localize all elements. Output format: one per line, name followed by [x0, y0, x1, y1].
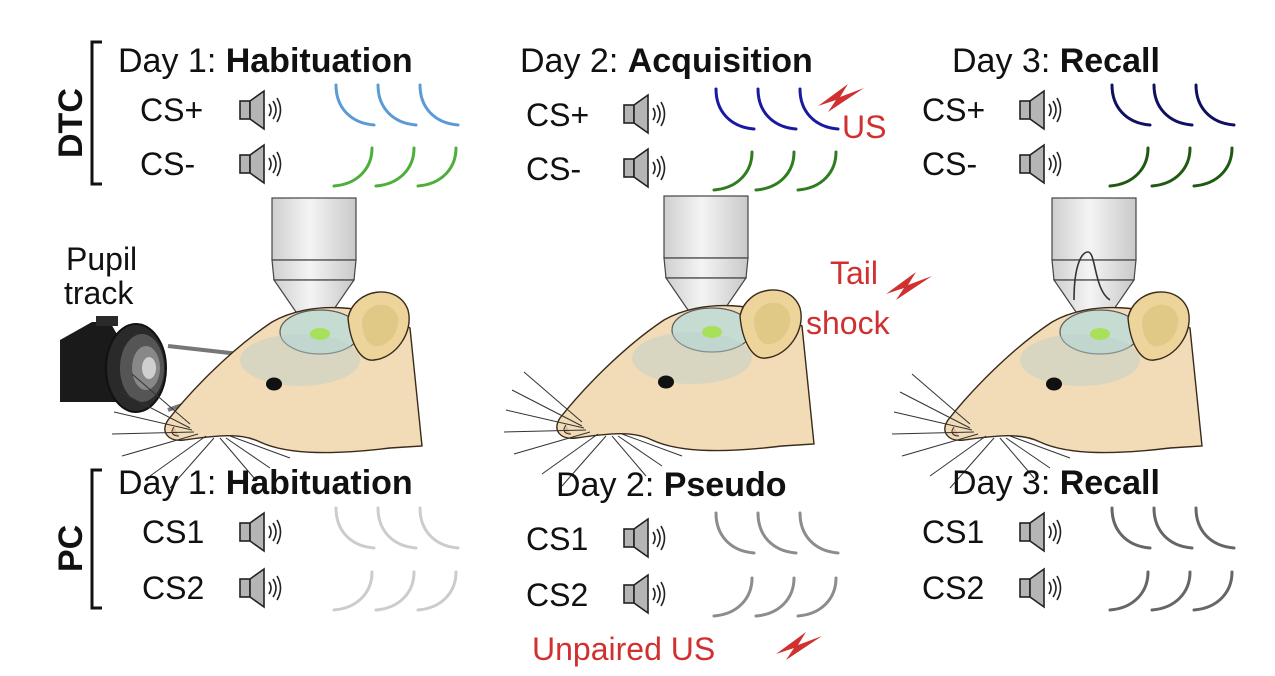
dtc-day2-prefix: Day 2: — [520, 42, 628, 80]
cs2-tone-arcs — [712, 576, 838, 618]
cs1-tone-arcs — [714, 511, 840, 555]
pc-day1-cs-top-label: CS1 — [142, 514, 204, 550]
speaker-icon — [623, 148, 666, 188]
pc-day1-prefix: Day 1: — [118, 464, 226, 502]
dtc-day2-title: Day 2: Acquisition — [520, 42, 813, 80]
dtc-day3-title: Day 3: Recall — [952, 42, 1160, 80]
pc-day2-cs-top-label: CS1 — [526, 521, 588, 557]
microscope-objective-icon — [271, 197, 357, 319]
pc-day3-phase: Recall — [1060, 464, 1160, 502]
dtc-day1-cs-bottom-label: CS- — [140, 146, 195, 182]
cs2-tone-arcs — [332, 570, 458, 612]
pc-day1-phase: Habituation — [226, 464, 413, 502]
lightning-bolt-icon — [776, 632, 822, 660]
pc-day3-title: Day 3: Recall — [952, 464, 1160, 502]
cs-plus-tone-arcs — [1110, 83, 1236, 127]
tail-shock-label: Tail shock — [806, 255, 891, 341]
lightning-bolt-icon — [886, 272, 932, 300]
pc-day3-cs-top-label: CS1 — [922, 514, 984, 550]
pc-day2-phase: Pseudo — [664, 466, 787, 504]
pupil-track-label: Pupil track — [64, 241, 146, 311]
unpaired-us-label: Unpaired US — [532, 631, 715, 667]
lightning-bolt-icon — [818, 84, 864, 112]
dtc-day3-phase: Recall — [1060, 42, 1160, 80]
cs1-tone-arcs — [334, 506, 460, 550]
pc-bracket — [90, 468, 102, 610]
dtc-day3-cs-top-label: CS+ — [922, 92, 985, 128]
speaker-icon — [623, 518, 666, 558]
dtc-label: DTC — [52, 88, 90, 158]
speaker-icon — [1019, 90, 1062, 130]
dtc-day2-phase: Acquisition — [628, 42, 813, 80]
cs-plus-tone-arcs — [334, 83, 460, 127]
cs-plus-tone-arcs — [714, 87, 840, 131]
speaker-icon — [1019, 568, 1062, 608]
dtc-day3-prefix: Day 3: — [952, 42, 1060, 80]
pc-day3-cs-bottom-label: CS2 — [922, 570, 984, 606]
microscope-objective-icon — [663, 195, 749, 317]
pc-day1-title: Day 1: Habituation — [118, 464, 413, 502]
dtc-day1-phase: Habituation — [226, 42, 413, 80]
pc-day3-prefix: Day 3: — [952, 464, 1060, 502]
mouse-head-icon — [503, 289, 815, 487]
speaker-icon — [1019, 512, 1062, 552]
pc-day2-prefix: Day 2: — [556, 466, 664, 504]
dtc-us-label: US — [842, 109, 886, 145]
dtc-day1-cs-top-label: CS+ — [140, 92, 203, 128]
dtc-day2-cs-bottom-label: CS- — [526, 151, 581, 187]
dtc-day3-cs-bottom-label: CS- — [922, 146, 977, 182]
cs-minus-tone-arcs — [1108, 146, 1234, 188]
speaker-icon — [1019, 144, 1062, 184]
dtc-bracket — [90, 40, 102, 186]
pc-day1-cs-bottom-label: CS2 — [142, 570, 204, 606]
speaker-icon — [239, 568, 282, 608]
microscope-objective-icon — [1051, 197, 1137, 319]
dtc-day1-title: Day 1: Habituation — [118, 42, 413, 80]
cs-minus-tone-arcs — [712, 150, 838, 192]
mouse-head-icon — [891, 291, 1203, 489]
dtc-day1-prefix: Day 1: — [118, 42, 226, 80]
cs-minus-tone-arcs — [332, 146, 458, 188]
speaker-icon — [239, 90, 282, 130]
speaker-icon — [623, 574, 666, 614]
cs2-tone-arcs — [1108, 570, 1234, 612]
speaker-icon — [239, 512, 282, 552]
cs1-tone-arcs — [1110, 506, 1236, 550]
dtc-day2-cs-top-label: CS+ — [526, 97, 589, 133]
pc-label: PC — [52, 525, 90, 572]
pc-day2-cs-bottom-label: CS2 — [526, 577, 588, 613]
pc-day2-title: Day 2: Pseudo — [556, 466, 787, 504]
speaker-icon — [239, 144, 282, 184]
speaker-icon — [623, 94, 666, 134]
